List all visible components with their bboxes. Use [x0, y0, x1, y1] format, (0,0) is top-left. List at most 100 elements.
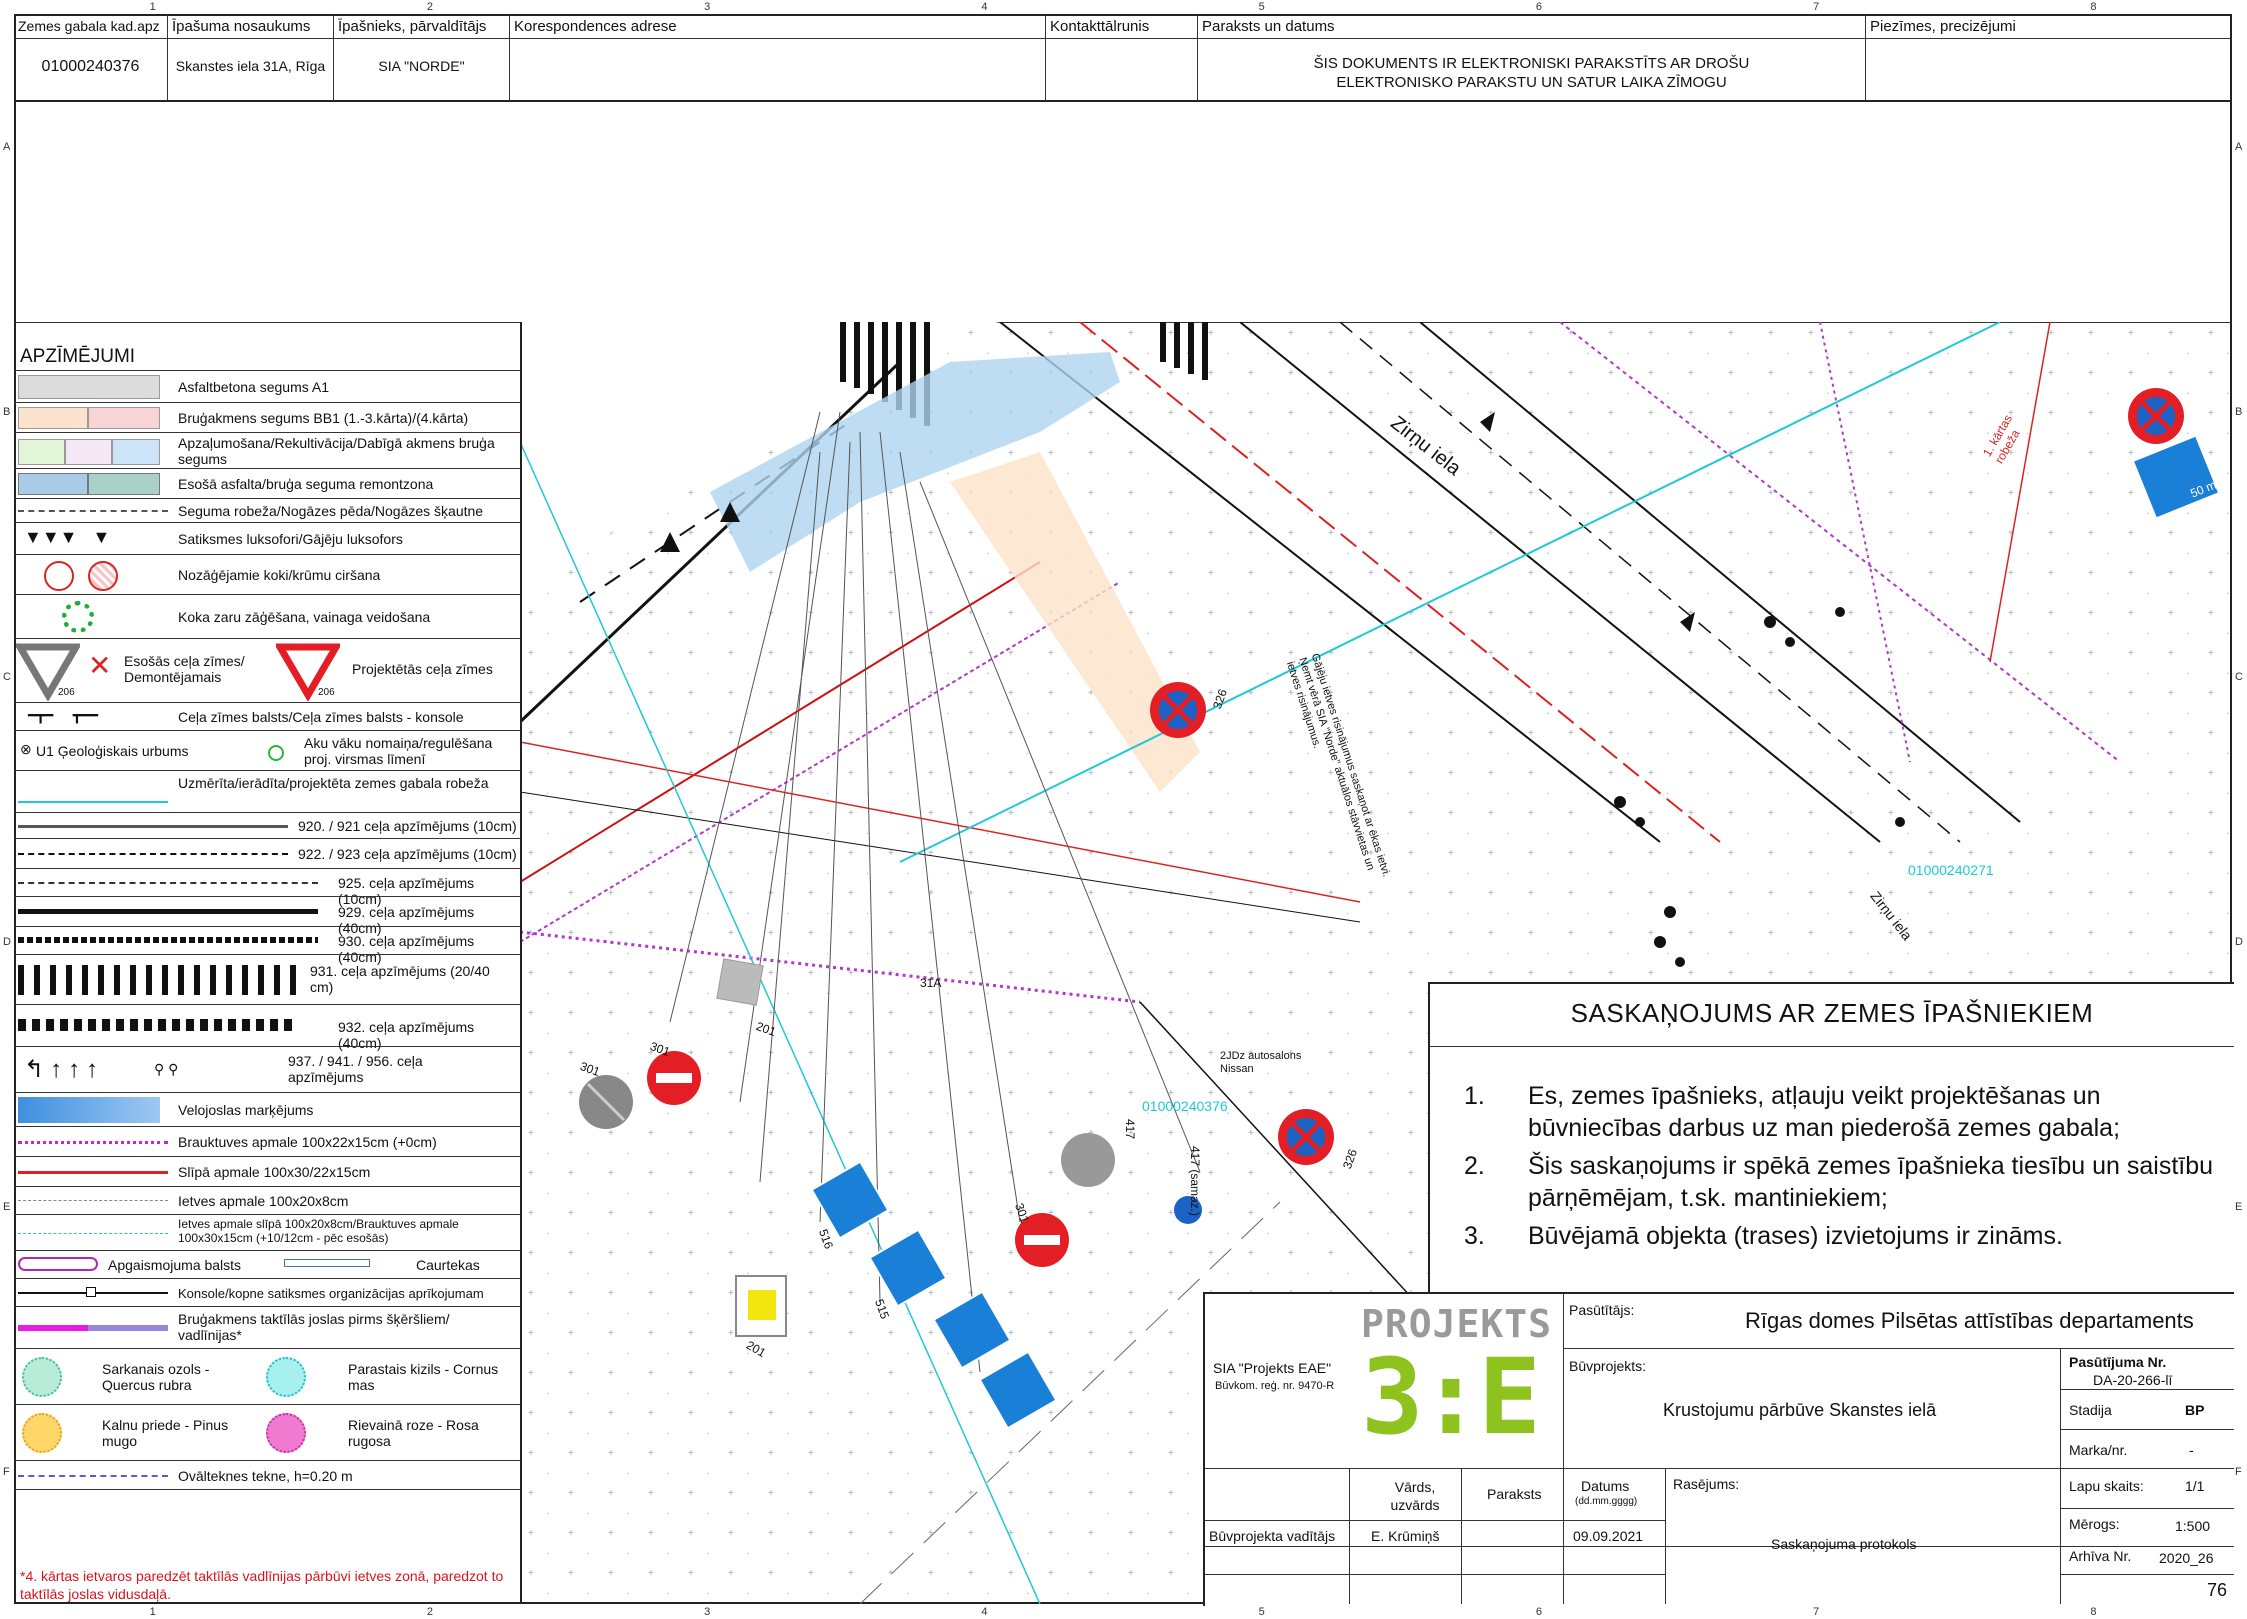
archive-label: Arhīva Nr. [2069, 1548, 2132, 1564]
zirnu-lane-dash [1339, 322, 1961, 843]
grid-row-E-left: E [3, 1200, 11, 1213]
map-sign-label: 417 (samaz.) [1188, 1145, 1203, 1217]
sign-date: 09.09.2021 [1573, 1528, 1644, 1544]
company-name: SIA "Projekts EAE" [1213, 1360, 1332, 1376]
swatch-greenery [18, 439, 65, 465]
projected-sign-number: 206 [318, 687, 335, 698]
grid-column-8-top: 8 [2090, 1, 2097, 13]
legend-row-bike-lane: Velojoslas marķējums [14, 1092, 520, 1126]
swatch-tactile-pink [18, 1325, 88, 1331]
plot-boundary-black [520, 791, 1361, 923]
approval-title: SASKAŅOJUMS AR ZEMES ĪPAŠNIEKIEM [1570, 998, 2094, 1028]
legend-text-red-oak: Sarkanais ozols - Quercus rubra [102, 1361, 210, 1393]
paving-strip [950, 452, 1200, 792]
logo-bottom-text: 3:E [1361, 1336, 1541, 1458]
header-owner: Īpašnieks, pārvaldītājs [338, 18, 487, 35]
legend-row-sign-post: ━┳━ ┳━━ Ceļa zīmes balsts/Ceļa zīmes bal… [14, 702, 520, 730]
person-name: E. Krūmiņš [1371, 1528, 1440, 1544]
swatch-bike-lane [18, 1097, 160, 1123]
borehole-icon: ⊗ [20, 741, 32, 757]
swatch-930 [18, 937, 318, 943]
plot-purple-dots [520, 930, 1141, 1004]
cell-owner: Īpašnieks, pārvaldītājs SIA "NORDE" [334, 14, 510, 100]
crosswalk-top [840, 322, 1208, 426]
grid-row-D-left: D [3, 935, 11, 948]
grid-column-5-bottom: 5 [1258, 1606, 1265, 1618]
projected-sign-326-b [1278, 1109, 1334, 1165]
projected-sign-301-b [1015, 1213, 1069, 1267]
legend-row-929: 929. ceļa apzīmējums (40cm) [14, 896, 520, 936]
tb-line-h8 [2060, 1508, 2234, 1509]
logo-top-text: PROJEKTS [1361, 1302, 1553, 1346]
legend-row-925: 925. ceļa apzīmējums (10cm) [14, 868, 520, 907]
grid-column-5-top: 5 [1258, 1, 1265, 13]
grid-column-2-bottom: 2 [426, 1606, 433, 1618]
swatch-curb-magenta [18, 1141, 168, 1144]
grid-row-E-right: E [2235, 1200, 2243, 1213]
legend-row-signs: 206 ✕ Esošās ceļa zīmes/ Demontējamais 2… [14, 638, 520, 702]
legend-text-curb-3: Ietves apmale 100x20x8cm [178, 1193, 349, 1209]
legend-row-932: 932. ceļa apzīmējums (40cm) [14, 1004, 520, 1051]
mountain-pine-icon [22, 1413, 62, 1453]
remont-zone [710, 352, 1120, 572]
legend-row-curb-4: Ietves apmale slīpā 100x20x8cm/Brauktuve… [14, 1214, 520, 1250]
legend-footnote: *4. kārtas ietvaros paredzēt taktīlās va… [20, 1568, 504, 1602]
projected-sign-326 [1150, 682, 1206, 738]
projected-sign-201 [735, 1275, 787, 1337]
projected-sign-515-c [978, 1350, 1058, 1430]
grid-row-D-right: D [2235, 935, 2243, 948]
owner-table-header-line [14, 38, 2232, 39]
legend-text-remont: Esošā asfalta/bruģa seguma remontzona [178, 476, 434, 492]
legend-text-borehole: U1 Ģeoloģiskais urbums [36, 743, 189, 759]
branch-cutting-icon [62, 601, 94, 633]
swatch-paving-2 [88, 407, 160, 429]
demolition-cross-icon: ✕ [88, 650, 112, 681]
dash-line-bottom [859, 1201, 1281, 1604]
approval-item-2-text: Šis saskaņojums ir spēkā zemes īpašnieka… [1528, 1152, 2214, 1212]
existing-sign-301 [579, 1075, 633, 1129]
value-property: Skanstes iela 31A, Rīga [175, 58, 326, 74]
grid-column-1-bottom: 1 [149, 1606, 156, 1618]
swatch-natural-stone [112, 439, 160, 465]
projected-sign-417 [1174, 1196, 1202, 1224]
tb-line-h7 [2060, 1429, 2234, 1430]
legend-text-931: 931. ceļa apzīmējums (20/40 cm) [310, 963, 490, 995]
tb-line-v5 [1665, 1468, 1666, 1604]
grid-row-F-right: F [2235, 1465, 2242, 1478]
building-label: 2JDz autosalons Nissan [1220, 1050, 1302, 1075]
header-signature: Paraksts un datums [1202, 18, 1335, 35]
lane-arrows [660, 412, 1695, 632]
order-number: DA-20-266-lī [2093, 1372, 2173, 1388]
lane-arrows-icon: ↰↑↑↑ [24, 1056, 105, 1083]
plot-number-label: 31A [920, 976, 942, 990]
approval-item-1-text: Es, zemes īpašnieks, atļauju veikt proje… [1528, 1082, 2121, 1142]
projected-sign-326-c [2128, 388, 2184, 444]
legend-row-curb-1: Brauktuves apmale 100x22x15cm (+0cm) [14, 1126, 520, 1156]
traffic-light-icon: ▼▼▼ ▼ [24, 527, 111, 547]
legend-row-paving: Bruģakmens segums BB1 (1.-3.kārta)/(4.kā… [14, 402, 520, 432]
existing-yield-sign-icon [16, 643, 80, 701]
approval-title-separator [1430, 1046, 2234, 1047]
zirnu-purple-line [1559, 322, 2121, 763]
bicycle-icon: ⚲ ⚲ [154, 1061, 179, 1077]
grid-column-6-bottom: 6 [1535, 1606, 1542, 1618]
legend-text-tactile: Bruģakmens taktīlās joslas pirms šķēršli… [178, 1311, 450, 1343]
tb-line-h3 [1205, 1520, 1665, 1521]
legend-row-tree-removal: Nozāģējamie koki/krūmu ciršana [14, 554, 520, 594]
legend-text-greenery: Apzaļumošana/Rekultivācija/Dabīgā akmens… [178, 435, 495, 467]
legend-text-920: 920. / 921 ceļa apzīmējums (10cm) [298, 818, 517, 834]
grid-column-8-bottom: 8 [2090, 1606, 2097, 1618]
swatch-curb-grey [18, 1200, 168, 1201]
swatch-929 [18, 909, 318, 914]
tb-line-h4 [1205, 1546, 2234, 1547]
culvert-icon [284, 1259, 370, 1267]
approval-item-3-number: 3. [1464, 1222, 1485, 1250]
scale-label: Mērogs: [2069, 1516, 2120, 1532]
swatch-boundary-line [18, 510, 168, 512]
stage-boundary-line [1989, 322, 2051, 663]
pages-value: 1/1 [2185, 1478, 2205, 1494]
value-owner: SIA "NORDE" [378, 58, 465, 74]
legend-text-console: Konsole/kopne satiksmes organizācijas ap… [178, 1286, 484, 1301]
existing-sign-number: 206 [58, 687, 75, 698]
company-registration: Būvkom. reģ. nr. 9470-R [1215, 1380, 1335, 1392]
